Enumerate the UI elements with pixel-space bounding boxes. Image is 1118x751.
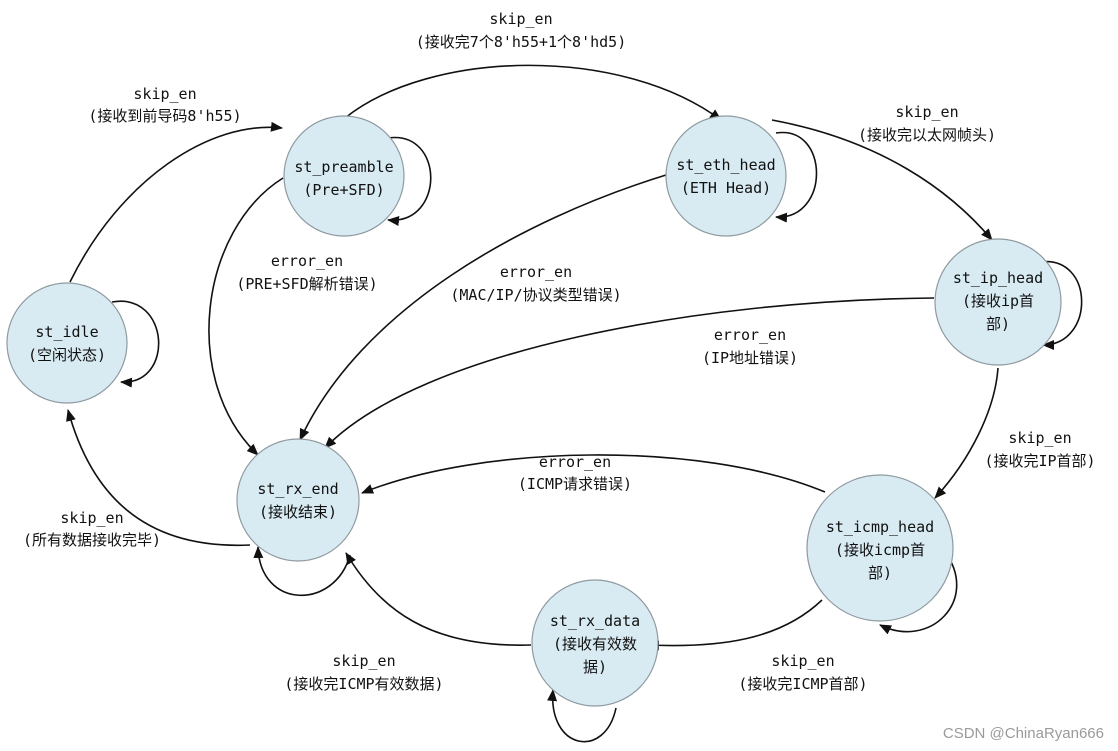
state-rx-data-desc2: 据): [583, 658, 607, 676]
selfloop-rx-data: [547, 689, 617, 743]
watermark: CSDN @ChinaRyan666: [943, 725, 1104, 742]
selfloop-idle: [111, 300, 160, 388]
label-data-to-end-signal: skip_en: [332, 652, 395, 670]
state-ip-head: st_ip_head (接收ip首 部): [934, 238, 1062, 366]
state-preamble-name: st_preamble: [294, 158, 393, 176]
label-eth-to-end-signal: error_en: [500, 263, 572, 281]
label-ip-to-icmp-signal: skip_en: [1008, 429, 1071, 447]
state-idle-desc: (空闲状态): [28, 346, 106, 364]
edge-ip-to-icmp: [934, 367, 999, 499]
state-icmp-head-desc: (接收icmp首: [835, 541, 925, 559]
edge-preamble-to-eth: [344, 64, 722, 121]
state-rx-data: st_rx_data (接收有效数 据): [531, 579, 659, 707]
label-data-to-end-condition: (接收完ICMP有效数据): [284, 675, 443, 693]
label-preamble-to-eth-signal: skip_en: [489, 10, 552, 28]
label-icmp-to-data-signal: skip_en: [771, 652, 834, 670]
label-ip-to-end-condition: (IP地址错误): [702, 349, 798, 367]
label-end-to-idle-condition: (所有数据接收完毕): [23, 531, 161, 549]
selfloop-ip: [1039, 261, 1083, 350]
edge-idle-to-preamble: [69, 121, 283, 283]
edge-ip-to-end: [324, 297, 935, 449]
label-preamble-to-end-condition: (PRE+SFD解析错误): [236, 275, 377, 293]
label-end-to-idle-signal: skip_en: [60, 509, 123, 527]
state-rx-end: st_rx_end (接收结束): [236, 438, 360, 562]
edge-eth-to-ip: [771, 119, 993, 241]
selfloop-icmp: [879, 551, 958, 635]
state-idle: st_idle (空闲状态): [6, 282, 128, 404]
state-eth-head-desc: (ETH Head): [681, 179, 771, 197]
label-icmp-to-end-signal: error_en: [539, 453, 611, 471]
state-icmp-head-desc2: 部): [868, 564, 892, 582]
state-ip-head-desc: (接收ip首: [962, 292, 1034, 310]
state-idle-name: st_idle: [35, 323, 98, 341]
label-icmp-to-data-condition: (接收完ICMP首部): [738, 675, 867, 693]
selfloop-eth: [775, 131, 818, 223]
state-rx-data-desc: (接收有效数: [553, 635, 637, 653]
state-icmp-head-name: st_icmp_head: [826, 518, 934, 536]
label-ip-to-end-signal: error_en: [714, 326, 786, 344]
state-icmp-head: st_icmp_head (接收icmp首 部): [806, 474, 954, 622]
state-preamble: st_preamble (Pre+SFD): [283, 115, 405, 237]
label-ip-to-icmp-condition: (接收完IP首部): [984, 452, 1095, 470]
label-preamble-to-eth-condition: (接收完7个8'h55+1个8'hd5): [416, 33, 626, 51]
state-eth-head-name: st_eth_head: [676, 156, 775, 174]
state-eth-head: st_eth_head (ETH Head): [665, 115, 787, 237]
edge-icmp-to-data: [647, 599, 823, 651]
selfloop-preamble: [387, 136, 432, 226]
state-rx-data-name: st_rx_data: [550, 612, 640, 630]
edge-eth-to-end: [299, 174, 667, 441]
label-idle-to-preamble-condition: (接收到前导码8'h55): [88, 107, 241, 125]
selfloop-rx-end: [253, 546, 351, 597]
label-eth-to-ip-condition: (接收完以太网帧头): [858, 126, 996, 144]
edge-icmp-to-end: [361, 454, 826, 494]
label-eth-to-ip-signal: skip_en: [895, 103, 958, 121]
state-rx-end-name: st_rx_end: [257, 480, 338, 498]
state-ip-head-name: st_ip_head: [953, 269, 1043, 287]
state-rx-end-desc: (接收结束): [259, 503, 337, 521]
state-preamble-desc: (Pre+SFD): [303, 181, 384, 199]
edge-end-to-idle: [66, 409, 251, 547]
edge-preamble-to-end: [208, 177, 284, 456]
label-eth-to-end-condition: (MAC/IP/协议类型错误): [450, 286, 621, 304]
label-preamble-to-end-signal: error_en: [271, 252, 343, 270]
edge-data-to-end: [345, 552, 532, 646]
state-ip-head-desc2: 部): [986, 315, 1010, 333]
label-icmp-to-end-condition: (ICMP请求错误): [518, 475, 632, 493]
label-idle-to-preamble-signal: skip_en: [133, 85, 196, 103]
